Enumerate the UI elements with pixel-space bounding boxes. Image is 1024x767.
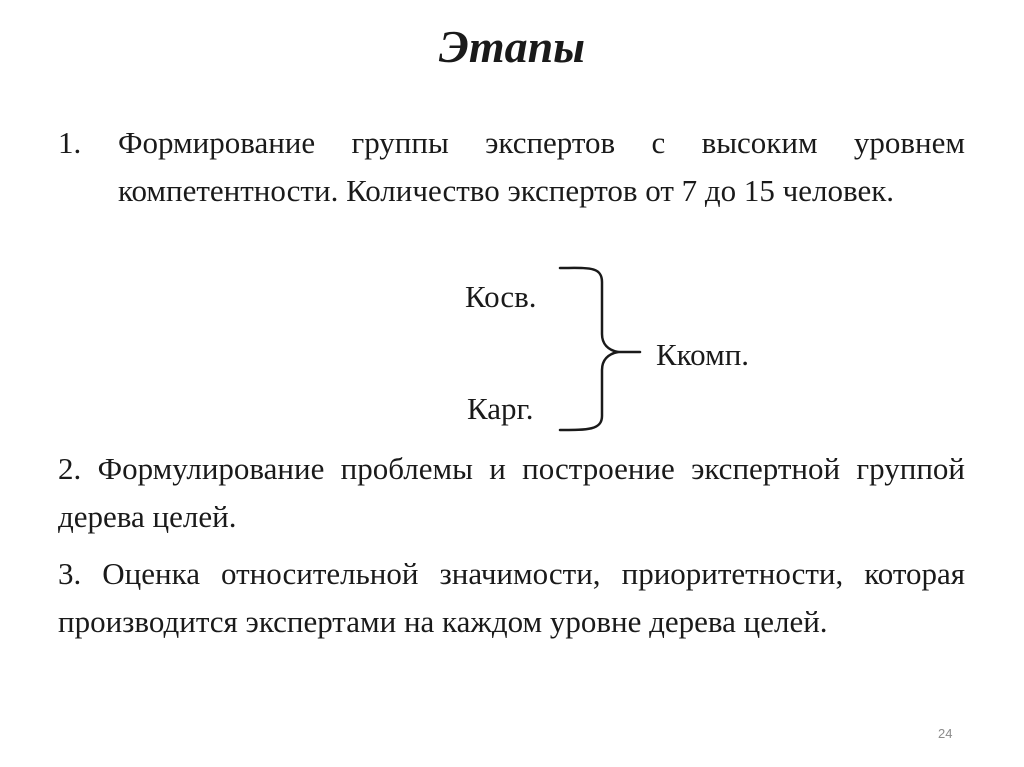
stage-1-number: 1. bbox=[58, 125, 82, 160]
right-curly-brace bbox=[558, 266, 642, 432]
stage-3-text: Оценка относительной значимости, приорит… bbox=[58, 556, 966, 639]
page-number: 24 bbox=[938, 726, 953, 741]
stage-1: 1. Формирование группы экспертов с высок… bbox=[58, 119, 965, 215]
slide-title: Этапы bbox=[438, 21, 586, 72]
stage-2: 2. Формулирование проблемы и построение … bbox=[58, 445, 965, 541]
stage-3-number: 3. bbox=[58, 556, 82, 591]
stage-1-text: Формирование группы экспертов с высоким … bbox=[118, 125, 965, 208]
formula-result-kkomp: Ккомп. bbox=[656, 337, 750, 372]
stage-2-number: 2. bbox=[58, 451, 82, 486]
formula-term-karg: Карг. bbox=[467, 391, 534, 426]
formula-term-kosv: Косв. bbox=[465, 279, 537, 314]
stage-3: 3. Оценка относительной значимости, прио… bbox=[58, 550, 965, 646]
stage-2-text: Формулирование проблемы и построение экс… bbox=[58, 451, 966, 534]
